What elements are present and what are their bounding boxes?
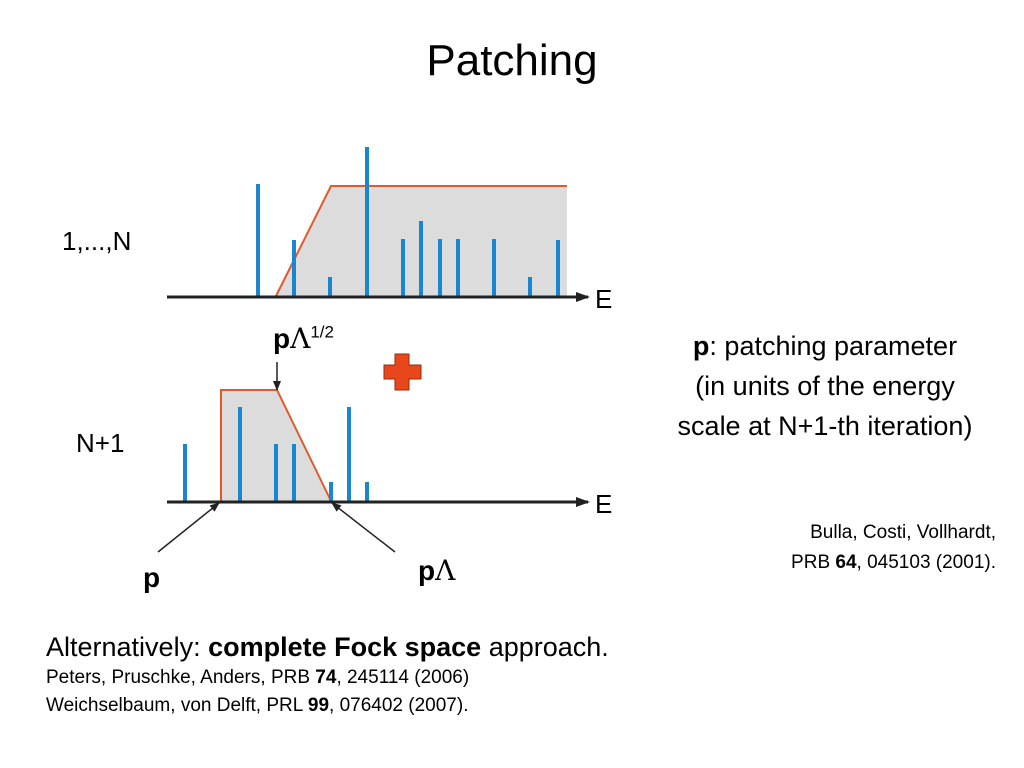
plus-icon	[383, 353, 422, 391]
ref1-post: , 045103 (2001).	[856, 552, 996, 573]
note-bold: p	[692, 331, 710, 361]
ref3-post: , 076402 (2007).	[329, 695, 469, 716]
alt-pre: Alternatively:	[46, 632, 209, 662]
p-lambda-half-label: pΛ1/2	[273, 322, 334, 355]
lower-window-edge	[220, 389, 332, 502]
upper-axis-label: E	[595, 284, 613, 314]
ref2-pre: Peters, Pruschke, Anders, PRB	[46, 667, 316, 688]
p-lambda-main: p	[418, 555, 436, 586]
upper-spikes	[256, 147, 560, 296]
ref3-pre: Weichselbaum, von Delft, PRL	[46, 695, 308, 716]
ref1-vol: 64	[835, 552, 857, 573]
alt-post: approach.	[481, 632, 609, 662]
ref2-vol: 74	[315, 667, 337, 688]
note-line-1: p: patching parameter	[640, 326, 1010, 366]
alternative-line: Alternatively: complete Fock space appro…	[46, 632, 609, 663]
alternative-block: Alternatively: complete Fock space appro…	[46, 632, 609, 717]
ref1-line-1: Bulla, Costi, Vollhardt,	[810, 522, 996, 543]
patching-parameter-note: p: patching parameter (in units of the e…	[640, 326, 1010, 446]
reference-peters: Peters, Pruschke, Anders, PRB 74, 245114…	[46, 667, 609, 689]
ref1-line-2: PRB 64, 045103 (2001).	[791, 548, 996, 578]
p-label: p	[143, 562, 161, 593]
reference-weichselbaum: Weichselbaum, von Delft, PRL 99, 076402 …	[46, 695, 609, 717]
reference-bulla: Bulla, Costi, Vollhardt, PRB 64, 045103 …	[791, 518, 996, 578]
lower-axis-label: E	[595, 489, 613, 519]
lower-label: N+1	[76, 428, 125, 458]
alt-bold: complete Fock space	[208, 632, 482, 662]
p-lambda-label: pΛ	[418, 554, 455, 587]
ref2-post: , 245114 (2006)	[336, 667, 470, 688]
p-lambda-half-greek: Λ	[290, 322, 311, 355]
note-line-3: scale at N+1-th iteration)	[677, 411, 973, 441]
ref1-pre: PRB	[791, 552, 836, 573]
lower-spikes	[183, 407, 369, 501]
note-rest: : patching parameter	[709, 331, 958, 361]
upper-label: 1,...,N	[62, 226, 132, 256]
ref3-vol: 99	[307, 695, 330, 716]
p-lambda-half-main: p	[273, 323, 291, 354]
note-line-2: (in units of the energy	[695, 371, 955, 401]
p-arrow	[157, 502, 220, 553]
p-lambda-half-sup: 1/2	[310, 322, 334, 342]
slide-title: Patching	[426, 36, 598, 85]
p-lambda-arrow	[331, 502, 396, 553]
p-lambda-greek: Λ	[435, 554, 456, 587]
